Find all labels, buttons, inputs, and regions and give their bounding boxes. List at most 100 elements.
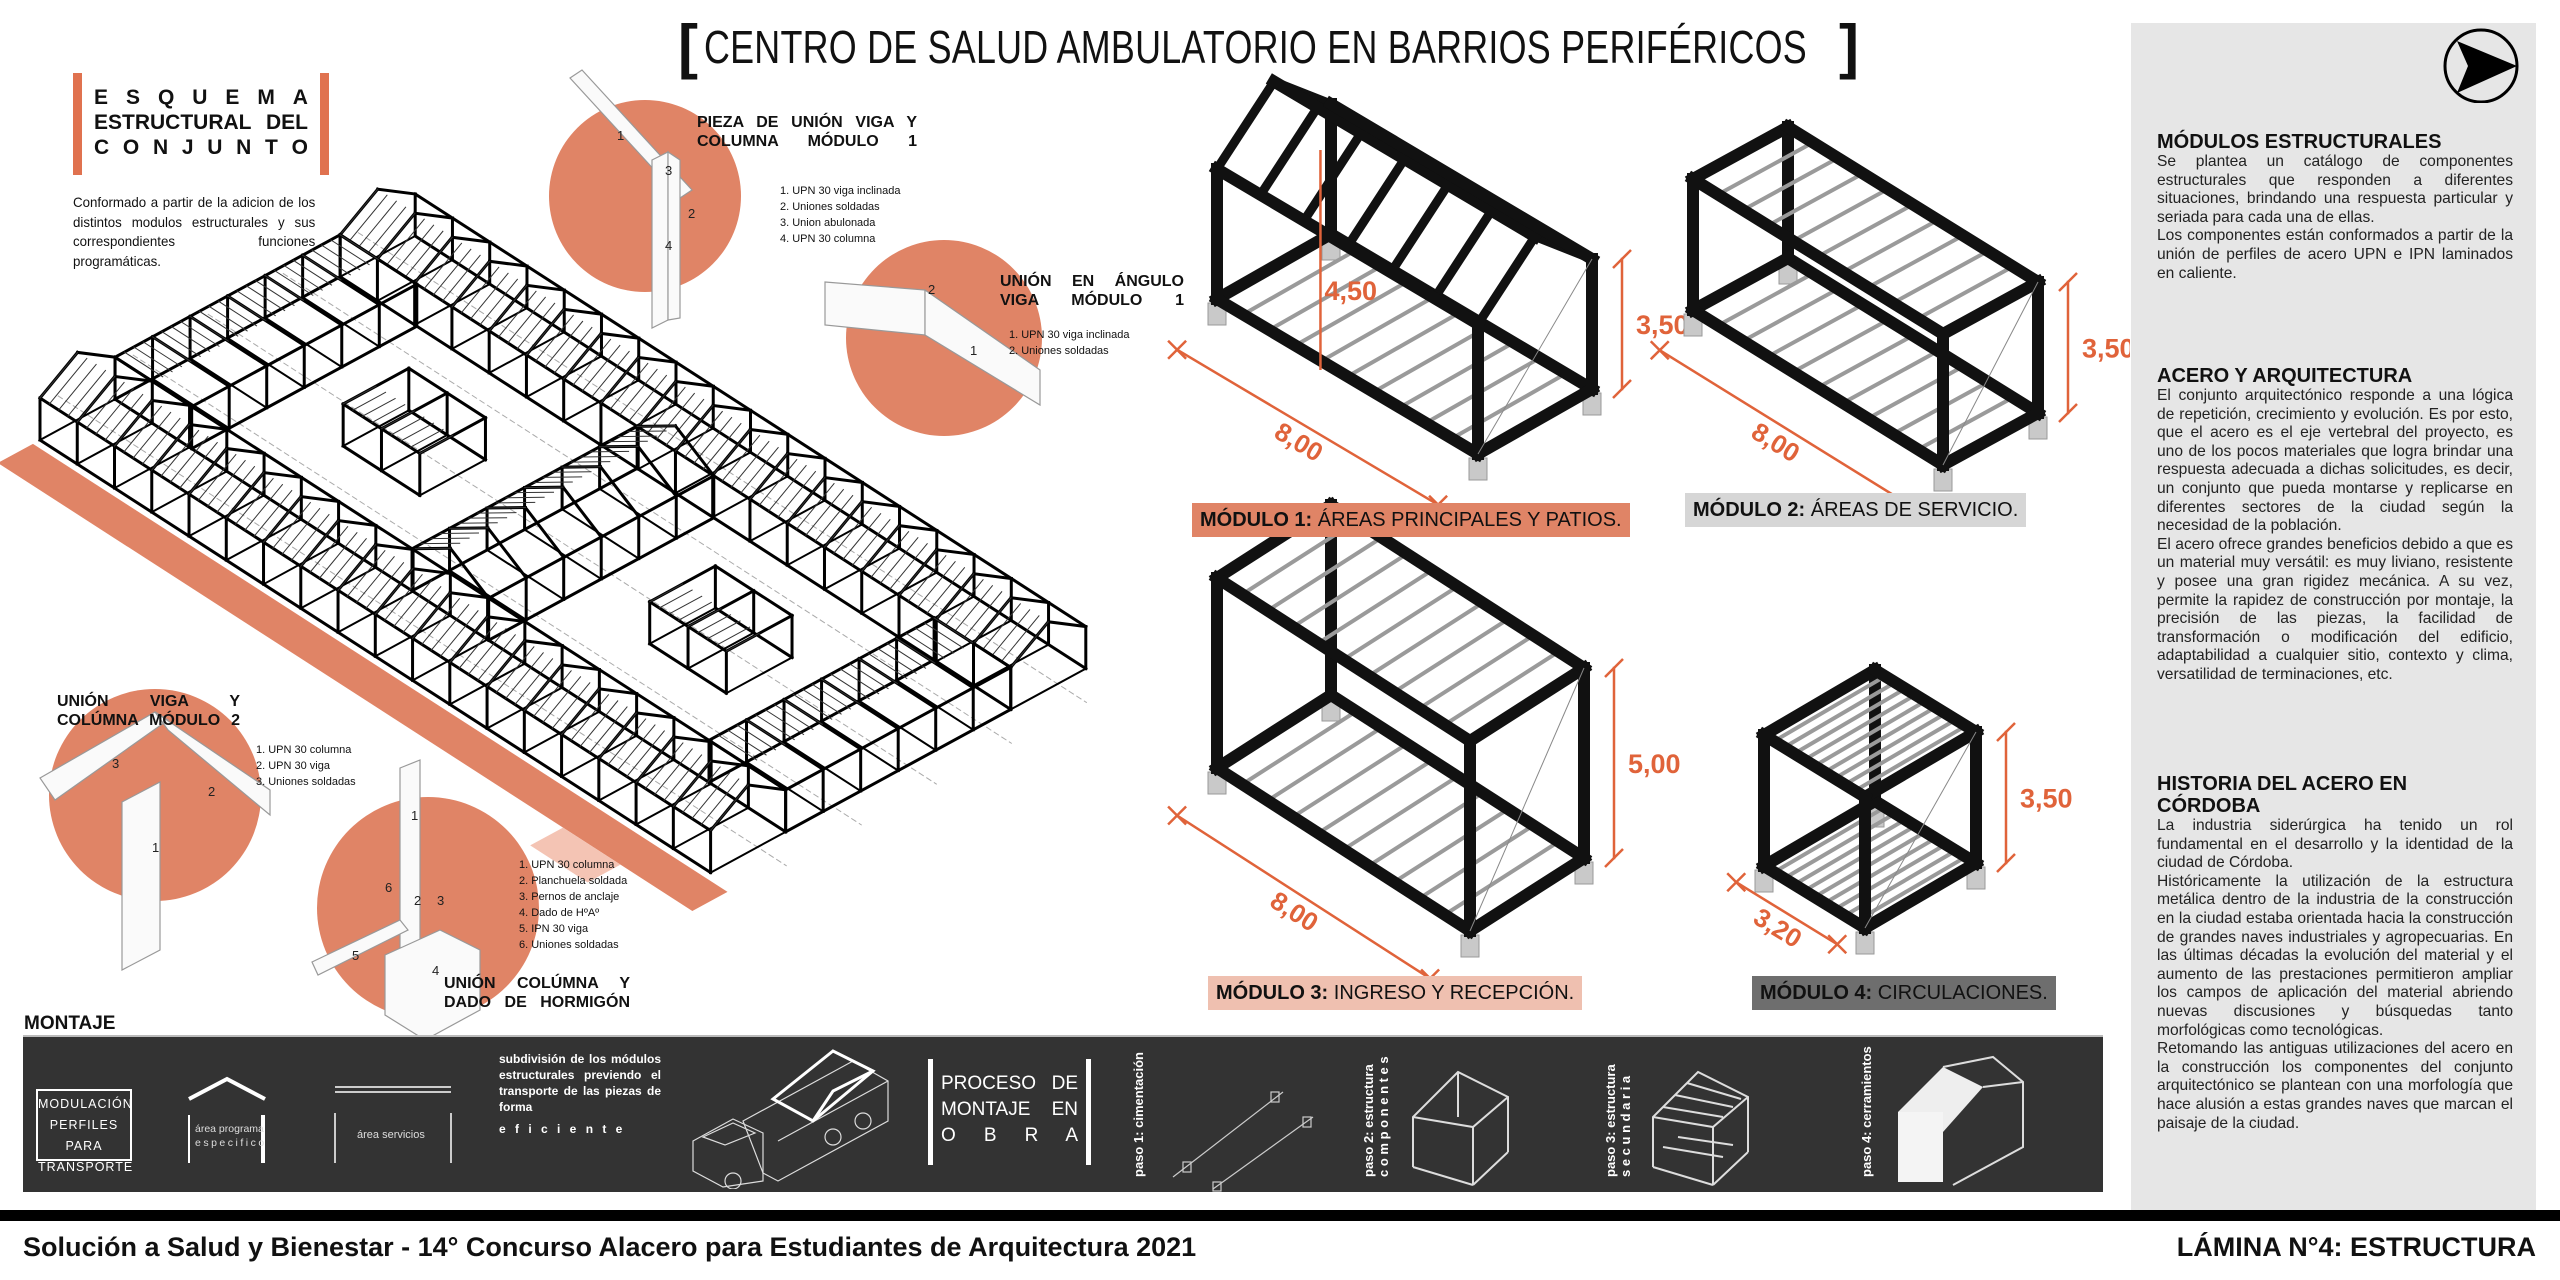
paragraph: Se plantea un catálogo de componentes es…: [2157, 153, 2513, 226]
purlin: [702, 422, 742, 470]
eave-beam: [189, 282, 419, 409]
section-title: ACERO Y ARQUITECTURA: [2157, 365, 2413, 387]
callout: 2: [928, 282, 935, 297]
purlin: [598, 712, 638, 760]
list-item: 5. IPN 30 viga: [519, 923, 589, 935]
purlin: [311, 249, 352, 276]
base-beam: [706, 657, 937, 785]
dimension-tick: [1612, 249, 1632, 269]
letter: E: [225, 86, 240, 109]
purlin: [413, 236, 453, 284]
purlin: [160, 429, 200, 477]
rafter: [560, 484, 604, 540]
purlin: [851, 518, 891, 566]
base-beam: [37, 437, 713, 875]
column-1-side: [667, 150, 681, 321]
purlin: [113, 399, 153, 447]
floor-joist: [1915, 394, 2016, 453]
purlin: [588, 706, 628, 754]
list-item: 1. UPN 30 viga inclinada: [1009, 329, 1130, 341]
rafter: [1428, 204, 1498, 305]
purlin: [628, 374, 668, 422]
list-item: 2. Planchuela soldada: [519, 875, 628, 887]
purlin: [208, 305, 248, 332]
paragraph: La industria siderúrgica ha tenido un ro…: [2157, 817, 2513, 872]
callout: 3: [112, 756, 119, 771]
module-number: MÓDULO 3:: [1216, 982, 1329, 1004]
purlin: [339, 188, 379, 236]
base-beam: [1779, 249, 2047, 422]
purlin: [551, 682, 591, 730]
module-1-label: MÓDULO 1: ÁREAS PRINCIPALES Y PATIOS.: [1192, 503, 1630, 537]
purlin: [432, 248, 472, 296]
base-beam: [1461, 849, 1593, 940]
purlin: [85, 381, 125, 429]
letter: N: [236, 136, 252, 159]
purlin: [497, 290, 537, 338]
rafter: [746, 783, 788, 792]
module-3-label: MÓDULO 3: INGRESO Y RECEPCIÓN.: [1208, 976, 1583, 1010]
purlin: [495, 646, 535, 694]
module-name: INGRESO Y RECEPCIÓN.: [1328, 982, 1575, 1004]
top-beam: [1684, 118, 1797, 188]
callout: 1: [970, 343, 977, 358]
base-beam: [1934, 404, 2047, 474]
floor-beam: [380, 433, 449, 473]
list-item: 6. Uniones soldadas: [519, 939, 619, 951]
modulation-pieces-icon: [188, 1076, 452, 1163]
rafter: [1297, 126, 1368, 227]
eave-beam: [486, 473, 716, 601]
rafter: [75, 350, 117, 359]
purlin: [151, 423, 190, 471]
purlin: [290, 513, 330, 561]
purlin: [367, 206, 407, 254]
base-beam: [1684, 249, 1797, 319]
purlin: [907, 555, 947, 603]
purlin: [802, 688, 842, 715]
rafter: [487, 259, 529, 268]
footer-bar: [0, 1210, 2560, 1221]
floor-beam: [745, 760, 825, 813]
roof-purlin: [1740, 155, 1841, 213]
purlin: [234, 477, 274, 525]
dimension-tick: [2058, 272, 2078, 292]
ridge-dimension: 4,50: [1324, 276, 1377, 306]
letter: M: [257, 86, 275, 109]
purlin: [460, 266, 500, 314]
purlin: [355, 555, 395, 603]
floor-beam: [523, 528, 603, 581]
purlin: [525, 308, 565, 356]
letter: C: [94, 136, 110, 159]
rafter: [1254, 101, 1324, 202]
purlin: [764, 709, 805, 736]
roof-purlin: [1781, 679, 1898, 751]
purlin: [674, 404, 714, 452]
purlin: [562, 332, 602, 380]
floor-beam: [635, 466, 716, 520]
module-name: ÁREAS DE SERVICIO.: [1805, 499, 2019, 521]
purlin: [626, 730, 665, 778]
dimension-line: [1658, 348, 1912, 507]
ground-strip: [0, 443, 728, 911]
purlin: [693, 416, 733, 464]
purlin: [161, 331, 201, 358]
section-title: MÓDULOS ESTRUCTURALES: [2157, 131, 2442, 153]
dimension-line: [1175, 813, 1432, 981]
purlin: [523, 664, 563, 712]
purlin: [716, 626, 751, 646]
purlin: [253, 489, 293, 537]
purlin: [467, 628, 507, 676]
roof-purlin: [1791, 685, 1909, 757]
purlin: [833, 506, 873, 554]
floor-beam: [709, 830, 787, 874]
floor-beam: [485, 548, 566, 601]
purlin: [216, 465, 256, 513]
purlin: [745, 719, 786, 746]
purlin: [504, 652, 544, 700]
purlin: [300, 519, 340, 567]
floor-beam: [226, 336, 306, 389]
purlin: [736, 724, 777, 751]
